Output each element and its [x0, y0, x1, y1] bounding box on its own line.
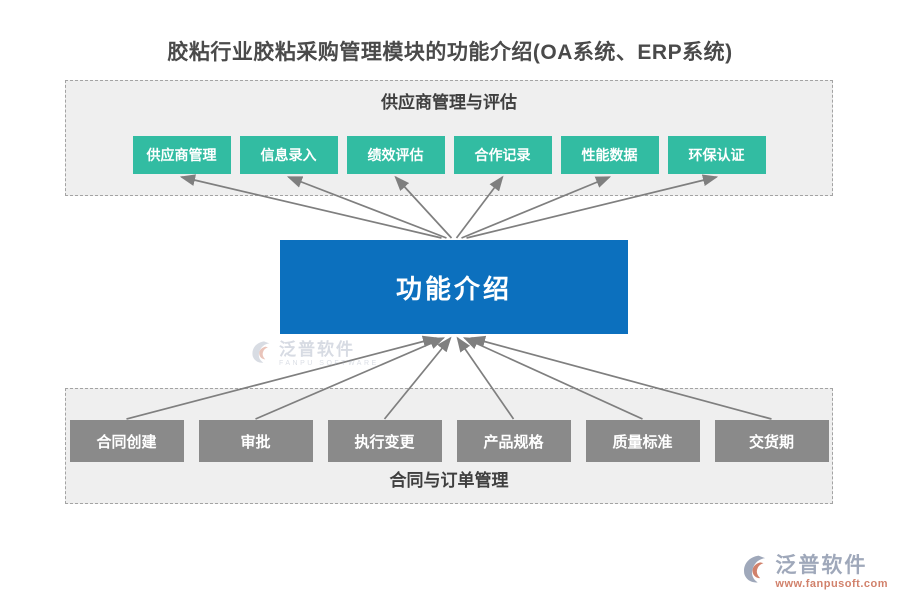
contract-node-3: 执行变更: [327, 420, 442, 462]
contract-node-row: 合同创建 审批 执行变更 产品规格 质量标准 交货期: [66, 420, 832, 462]
watermark: 泛普软件 FANPU SOFTWARE: [250, 340, 379, 369]
center-node: 功能介绍: [280, 240, 628, 334]
fanpu-logo-icon: [741, 554, 771, 589]
supplier-node-4: 合作记录: [453, 136, 552, 174]
footer-brand: 泛普软件 www.fanpusoft.com: [741, 554, 888, 590]
watermark-brand-subtext: FANPU SOFTWARE: [279, 360, 379, 367]
supplier-node-6: 环保认证: [667, 136, 766, 174]
contract-node-6: 交货期: [714, 420, 829, 462]
contract-node-1: 合同创建: [69, 420, 184, 462]
contract-node-4: 产品规格: [456, 420, 571, 462]
footer-brand-text: 泛普软件: [775, 554, 868, 577]
diagram-title: 胶粘行业胶粘采购管理模块的功能介绍(OA系统、ERP系统): [167, 41, 733, 64]
fanpu-logo-icon: [250, 340, 274, 369]
supplier-node-1: 供应商管理: [132, 136, 231, 174]
supplier-node-3: 绩效评估: [346, 136, 445, 174]
supplier-section-title: 供应商管理与评估: [381, 93, 517, 112]
supplier-node-5: 性能数据: [560, 136, 659, 174]
footer-brand-website: www.fanpusoft.com: [775, 578, 888, 590]
supplier-node-2: 信息录入: [239, 136, 338, 174]
contract-section-title: 合同与订单管理: [389, 471, 509, 490]
watermark-brand-text: 泛普软件: [279, 340, 355, 359]
supplier-section: 供应商管理与评估 供应商管理 信息录入 绩效评估 合作记录 性能数据 环保认证: [65, 80, 833, 196]
contract-section: 合同创建 审批 执行变更 产品规格 质量标准 交货期 合同与订单管理: [65, 388, 833, 504]
supplier-node-row: 供应商管理 信息录入 绩效评估 合作记录 性能数据 环保认证: [66, 136, 832, 174]
contract-node-5: 质量标准: [585, 420, 700, 462]
contract-node-2: 审批: [198, 420, 313, 462]
